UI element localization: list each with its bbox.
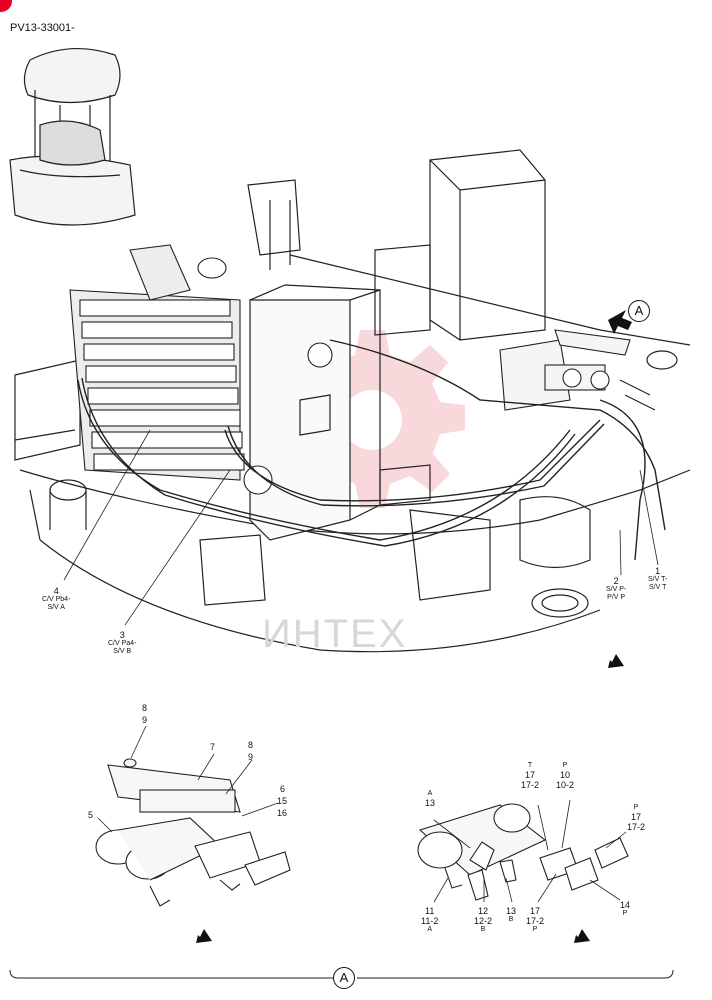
callout-9-b: 9: [248, 752, 254, 762]
callout-12-b: 12 12-2 B: [474, 906, 493, 933]
view-marker-bottom: A: [333, 967, 355, 989]
callout-13-b: 13 B: [506, 906, 517, 923]
callout-17-t: T 17 17-2: [521, 762, 540, 790]
leader-lines-left: [97, 725, 279, 833]
callout-15: 15: [277, 796, 288, 806]
view-marker-top: A: [628, 300, 650, 322]
callout-1: 1 S/V T- S/V T: [648, 566, 668, 591]
thumbnail-machine: [9, 48, 136, 226]
view-arrow-icon: [190, 310, 632, 943]
callout-11-a: 11 11-2 A: [421, 906, 439, 933]
document-code: PV13-33001-: [10, 22, 75, 34]
leader-lines-main: [63, 429, 659, 626]
section-rule: [9, 969, 674, 979]
hoses: [77, 339, 666, 561]
callout-8-a: 8: [142, 703, 148, 713]
callout-5: 5: [88, 810, 94, 820]
callout-6: 6: [280, 784, 286, 794]
callout-14-p: 14 P: [620, 900, 631, 917]
callout-10-p: P 10 10-2: [556, 762, 575, 790]
callout-8-b: 8: [248, 740, 254, 750]
right-detail-fittings: [417, 803, 629, 901]
callout-17-p-top: P 17 17-2: [627, 804, 646, 832]
watermark-text: ИНТЕХ: [262, 612, 408, 656]
control-valve-block: [69, 244, 333, 495]
callout-13-a: A 13: [425, 790, 436, 808]
callout-3: 3 C/V Pa4- S/V B: [108, 630, 137, 655]
callout-7: 7: [210, 742, 216, 752]
callout-16: 16: [277, 808, 288, 818]
callout-9-a: 9: [142, 715, 148, 725]
callout-17-p-bottom: 17 17-2 P: [526, 906, 545, 933]
left-detail-valve: [95, 758, 291, 907]
callout-2: 2 S/V P- P/V P: [606, 576, 627, 601]
callout-4: 4 C/V Pb4- S/V A: [42, 586, 71, 611]
solenoid-valve-main: [499, 329, 656, 411]
leader-lines-right: [433, 799, 627, 903]
